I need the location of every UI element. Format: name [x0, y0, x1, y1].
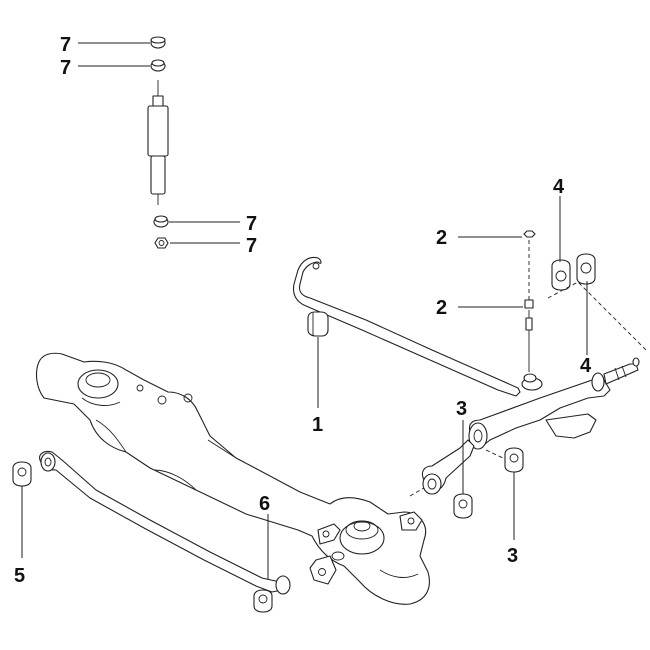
callout-4-upper: 4	[553, 176, 565, 198]
upper-bushing-bottom	[150, 59, 166, 72]
callout-7-lower-b: 7	[246, 235, 257, 257]
callout-7-upper-a: 7	[60, 34, 71, 56]
lateral-rod	[39, 450, 291, 595]
lower-nut	[154, 237, 169, 249]
control-arm	[468, 357, 640, 450]
callout-3-lower: 3	[507, 545, 518, 567]
callout-4-lower: 4	[580, 355, 592, 377]
lower-bushing-top	[153, 215, 169, 228]
trailing-link	[421, 439, 475, 495]
upper-arm-bushing-right	[576, 253, 596, 285]
callout-7-lower-a: 7	[246, 213, 257, 235]
upper-bushing-top	[150, 36, 166, 49]
lateral-rod-bushing-5	[12, 461, 32, 487]
stabilizer-link	[521, 230, 543, 391]
arm-bushing-3b	[504, 447, 524, 473]
axle-housing	[35, 352, 430, 605]
callout-5: 5	[14, 565, 25, 587]
stabilizer-bar	[292, 256, 521, 397]
stabilizer-bushing	[307, 311, 329, 337]
shock-absorber	[147, 80, 169, 205]
lateral-rod-bushing-6	[253, 589, 273, 613]
callout-2-upper: 2	[436, 227, 447, 249]
callout-6: 6	[259, 493, 270, 515]
callout-2-lower: 2	[436, 297, 447, 319]
upper-arm-bushing-left	[551, 259, 571, 291]
callout-3-upper: 3	[456, 398, 467, 420]
callout-1: 1	[312, 414, 323, 436]
arm-bushing-3a	[453, 493, 473, 519]
callout-7-upper-b: 7	[60, 57, 71, 79]
